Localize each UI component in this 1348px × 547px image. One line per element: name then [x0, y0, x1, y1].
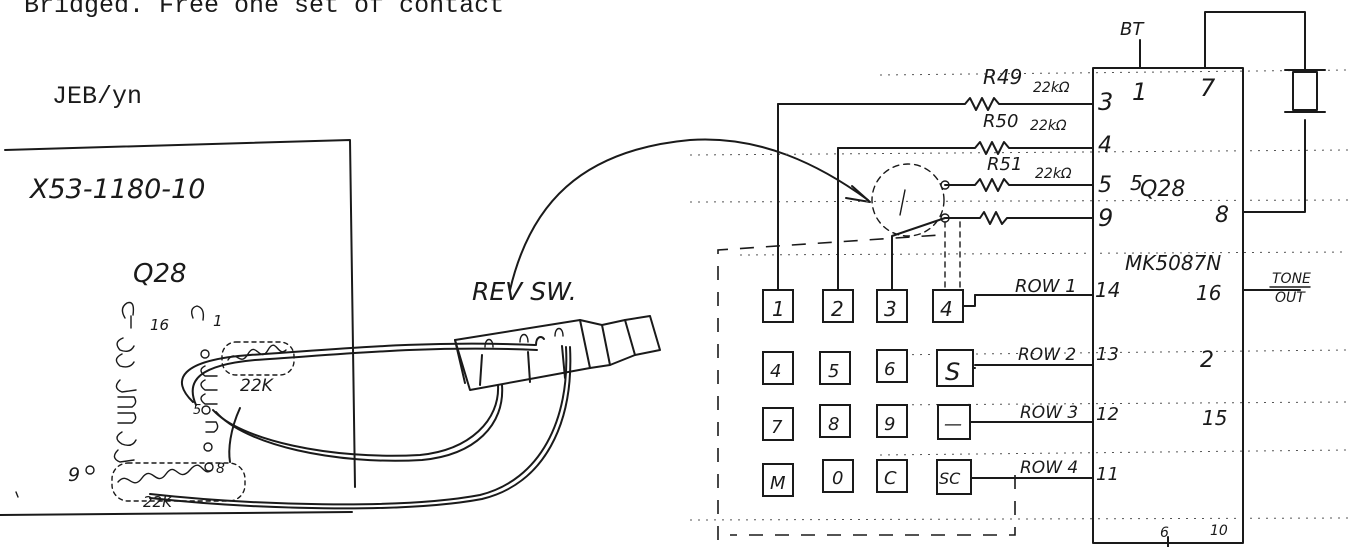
key-r2c2 [819, 351, 851, 385]
crystal-lead-top [1204, 11, 1306, 71]
ic-pin-14: 14 [1095, 278, 1120, 302]
ic-part-name: MK5087N [1125, 251, 1221, 275]
pad-label-8: 8 [216, 461, 225, 477]
reverse-switch [454, 315, 661, 391]
key-label-9: 9 [884, 414, 895, 435]
resistor-pin9 [944, 211, 1094, 225]
key-label-m: M [770, 473, 786, 494]
pc-board: X53-1180-10 Q28 16 1 5 8 9 22K 22K [0, 139, 356, 516]
tone-out-line2: OUT [1275, 290, 1306, 306]
stray-mark [15, 491, 19, 498]
r49-value: 22kΩ [1033, 80, 1070, 96]
ic-pin-11: 11 [1096, 464, 1119, 485]
key-label-0: 0 [832, 468, 843, 489]
key-label-1: 1 [772, 297, 785, 321]
key-label-c: C [884, 468, 897, 489]
r51-value: 22kΩ [1035, 166, 1072, 182]
key-label-2: 2 [831, 297, 844, 321]
key-label-8: 8 [828, 414, 839, 435]
key-label-s: S [945, 358, 960, 386]
ic-pads [85, 301, 219, 475]
initials: JEB/yn [52, 82, 142, 111]
board-outline [4, 139, 356, 488]
r51-name: R51 [987, 154, 1022, 175]
key-r3c2 [819, 404, 851, 438]
ic-inner-pin-15: 15 [1202, 406, 1227, 430]
key-label-4: 4 [940, 297, 953, 321]
row3-label: ROW 3 [1020, 403, 1078, 423]
key-label-3: 3 [884, 297, 897, 321]
resistor-top-value: 22K [240, 376, 275, 396]
ic-pin-9: 9 [1098, 204, 1113, 232]
key-r1c3 [876, 289, 908, 323]
switch-wires [149, 336, 572, 510]
pad-label-9: 9 [68, 464, 80, 486]
r50-value: 22kΩ [1030, 118, 1067, 134]
switch-label: REV SW. [472, 277, 577, 306]
key-r3c4 [937, 404, 971, 440]
row1-label: ROW 1 [1015, 276, 1077, 297]
keypad-enclosure [717, 234, 1016, 540]
key-r1c4 [932, 289, 964, 323]
ic-pin-4: 4 [1098, 133, 1112, 158]
board-ic-label: Q28 [133, 259, 187, 289]
ic-inner-pin-6: 6 [1160, 525, 1169, 541]
ic-inner-pin-5: 5 [1130, 171, 1143, 195]
ic-inner-pin-1: 1 [1132, 78, 1147, 106]
crystal-lead-bottom [1242, 119, 1306, 213]
rev-switch-symbol [871, 163, 945, 237]
crystal-body [1292, 71, 1318, 111]
ic-pin-3: 3 [1098, 88, 1113, 116]
row2-label: ROW 2 [1018, 345, 1076, 365]
r50-name: R50 [983, 111, 1018, 132]
row4-label: ROW 4 [1020, 458, 1078, 478]
key-r2c1 [762, 351, 794, 385]
ic-pin-13: 13 [1096, 344, 1119, 365]
pad-label-16: 16 [150, 316, 169, 334]
resistor-top-body [227, 344, 287, 361]
key-r4c1 [762, 463, 794, 497]
pad-label-1: 1 [213, 312, 223, 330]
key-r2c4 [936, 349, 974, 387]
key-r2c3 [876, 349, 908, 383]
bt-label: BT [1120, 19, 1145, 40]
key-label-7: 7 [771, 417, 783, 438]
ic-inner-pin-2: 2 [1200, 348, 1214, 373]
key-r3c1 [762, 407, 794, 441]
annotation-arrowhead [845, 185, 871, 203]
key-label-r2c1: 4 [770, 361, 781, 382]
header-top-line: Bridged. Free one set of contact [24, 0, 504, 20]
tone-out-line1: TONE [1272, 271, 1311, 287]
key-label-dash: — [944, 414, 962, 435]
key-label-sc: SC [939, 469, 961, 488]
ic-inner-pin-16: 16 [1196, 281, 1221, 305]
resistor-r51 [944, 178, 1094, 192]
r49-name: R49 [983, 65, 1022, 89]
key-label-6: 6 [884, 359, 895, 380]
keypad [762, 289, 974, 497]
ic-pin-5: 5 [1098, 173, 1112, 198]
annotation-arrow [509, 138, 869, 291]
board-part-number: X53-1180-10 [28, 174, 205, 205]
ic-pin-12: 12 [1096, 404, 1119, 425]
ic-inner-pin-10: 10 [1210, 523, 1228, 539]
ic-inner-pin-7: 7 [1200, 74, 1216, 102]
board-bottom-edge [0, 511, 353, 516]
key-label-5: 5 [828, 361, 839, 382]
crystal-plates [1284, 69, 1326, 113]
key-r4c3 [876, 459, 908, 493]
ic-inner-pin-8: 8 [1215, 203, 1229, 228]
resistor-bottom-body [117, 464, 213, 484]
resistor-r50 [837, 141, 1094, 155]
ic-ref-label: Q28 [1140, 177, 1185, 202]
pad-label-5: 5 [193, 403, 201, 418]
key-r3c3 [876, 404, 908, 438]
schematic: BT R49 22kΩ R50 22kΩ R51 22kΩ 3 4 5 9 [689, 11, 1348, 547]
key-r4c2 [822, 459, 854, 493]
resistor-r49 [777, 97, 1094, 111]
